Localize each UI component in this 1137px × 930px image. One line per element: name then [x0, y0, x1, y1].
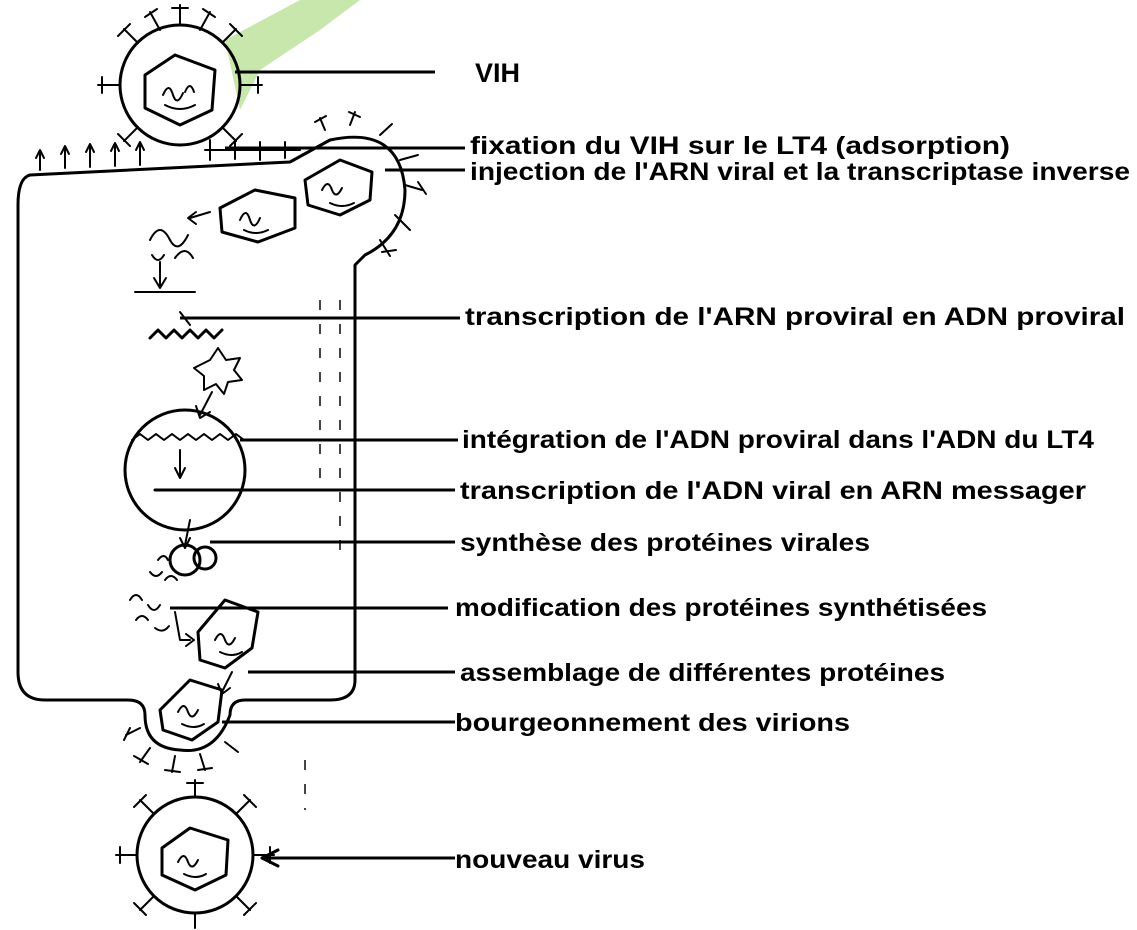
fusing-virion [303, 111, 427, 257]
label-integration: intégration de l'ADN proviral dans l'ADN… [462, 426, 1094, 454]
proviral-dna [148, 311, 243, 419]
label-nouveau-virus: nouveau virus [455, 846, 645, 874]
label-transcription-adn-arnm: transcription de l'ADN viral en ARN mess… [460, 477, 1086, 505]
budding-virion [123, 678, 239, 773]
leader-lines [170, 70, 465, 868]
label-injection: injection de l'ARN viral et la transcrip… [470, 158, 1130, 186]
virion-spikes [97, 4, 263, 147]
scan-artifacts [304, 300, 341, 810]
incoming-virion [97, 4, 263, 147]
label-bourgeonnement: bourgeonnement des virions [455, 709, 850, 737]
ribosome [149, 543, 218, 581]
label-modification: modification des protéines synthétisées [455, 594, 987, 622]
labels: VIH fixation du VIH sur le LT4 (adsorpti… [455, 58, 1130, 874]
watermark-smudge [225, 0, 360, 110]
membrane-receptors [35, 139, 301, 171]
label-transcription-arn-adn: transcription de l'ARN proviral en ADN p… [465, 303, 1125, 331]
new-virion-spikes [115, 779, 275, 929]
assembling-virion [196, 598, 260, 695]
label-synthese: synthèse des protéines virales [460, 529, 870, 557]
modified-proteins [129, 594, 195, 647]
viral-rna-uncoating [134, 229, 196, 293]
lt4-cell [16, 135, 407, 753]
label-fixation: fixation du VIH sur le LT4 (adsorption) [470, 132, 1010, 160]
released-capsid [187, 188, 297, 244]
nucleus [123, 408, 247, 549]
label-vih: VIH [475, 58, 520, 88]
label-assemblage: assemblage de différentes protéines [460, 659, 945, 687]
new-virion [115, 779, 275, 929]
